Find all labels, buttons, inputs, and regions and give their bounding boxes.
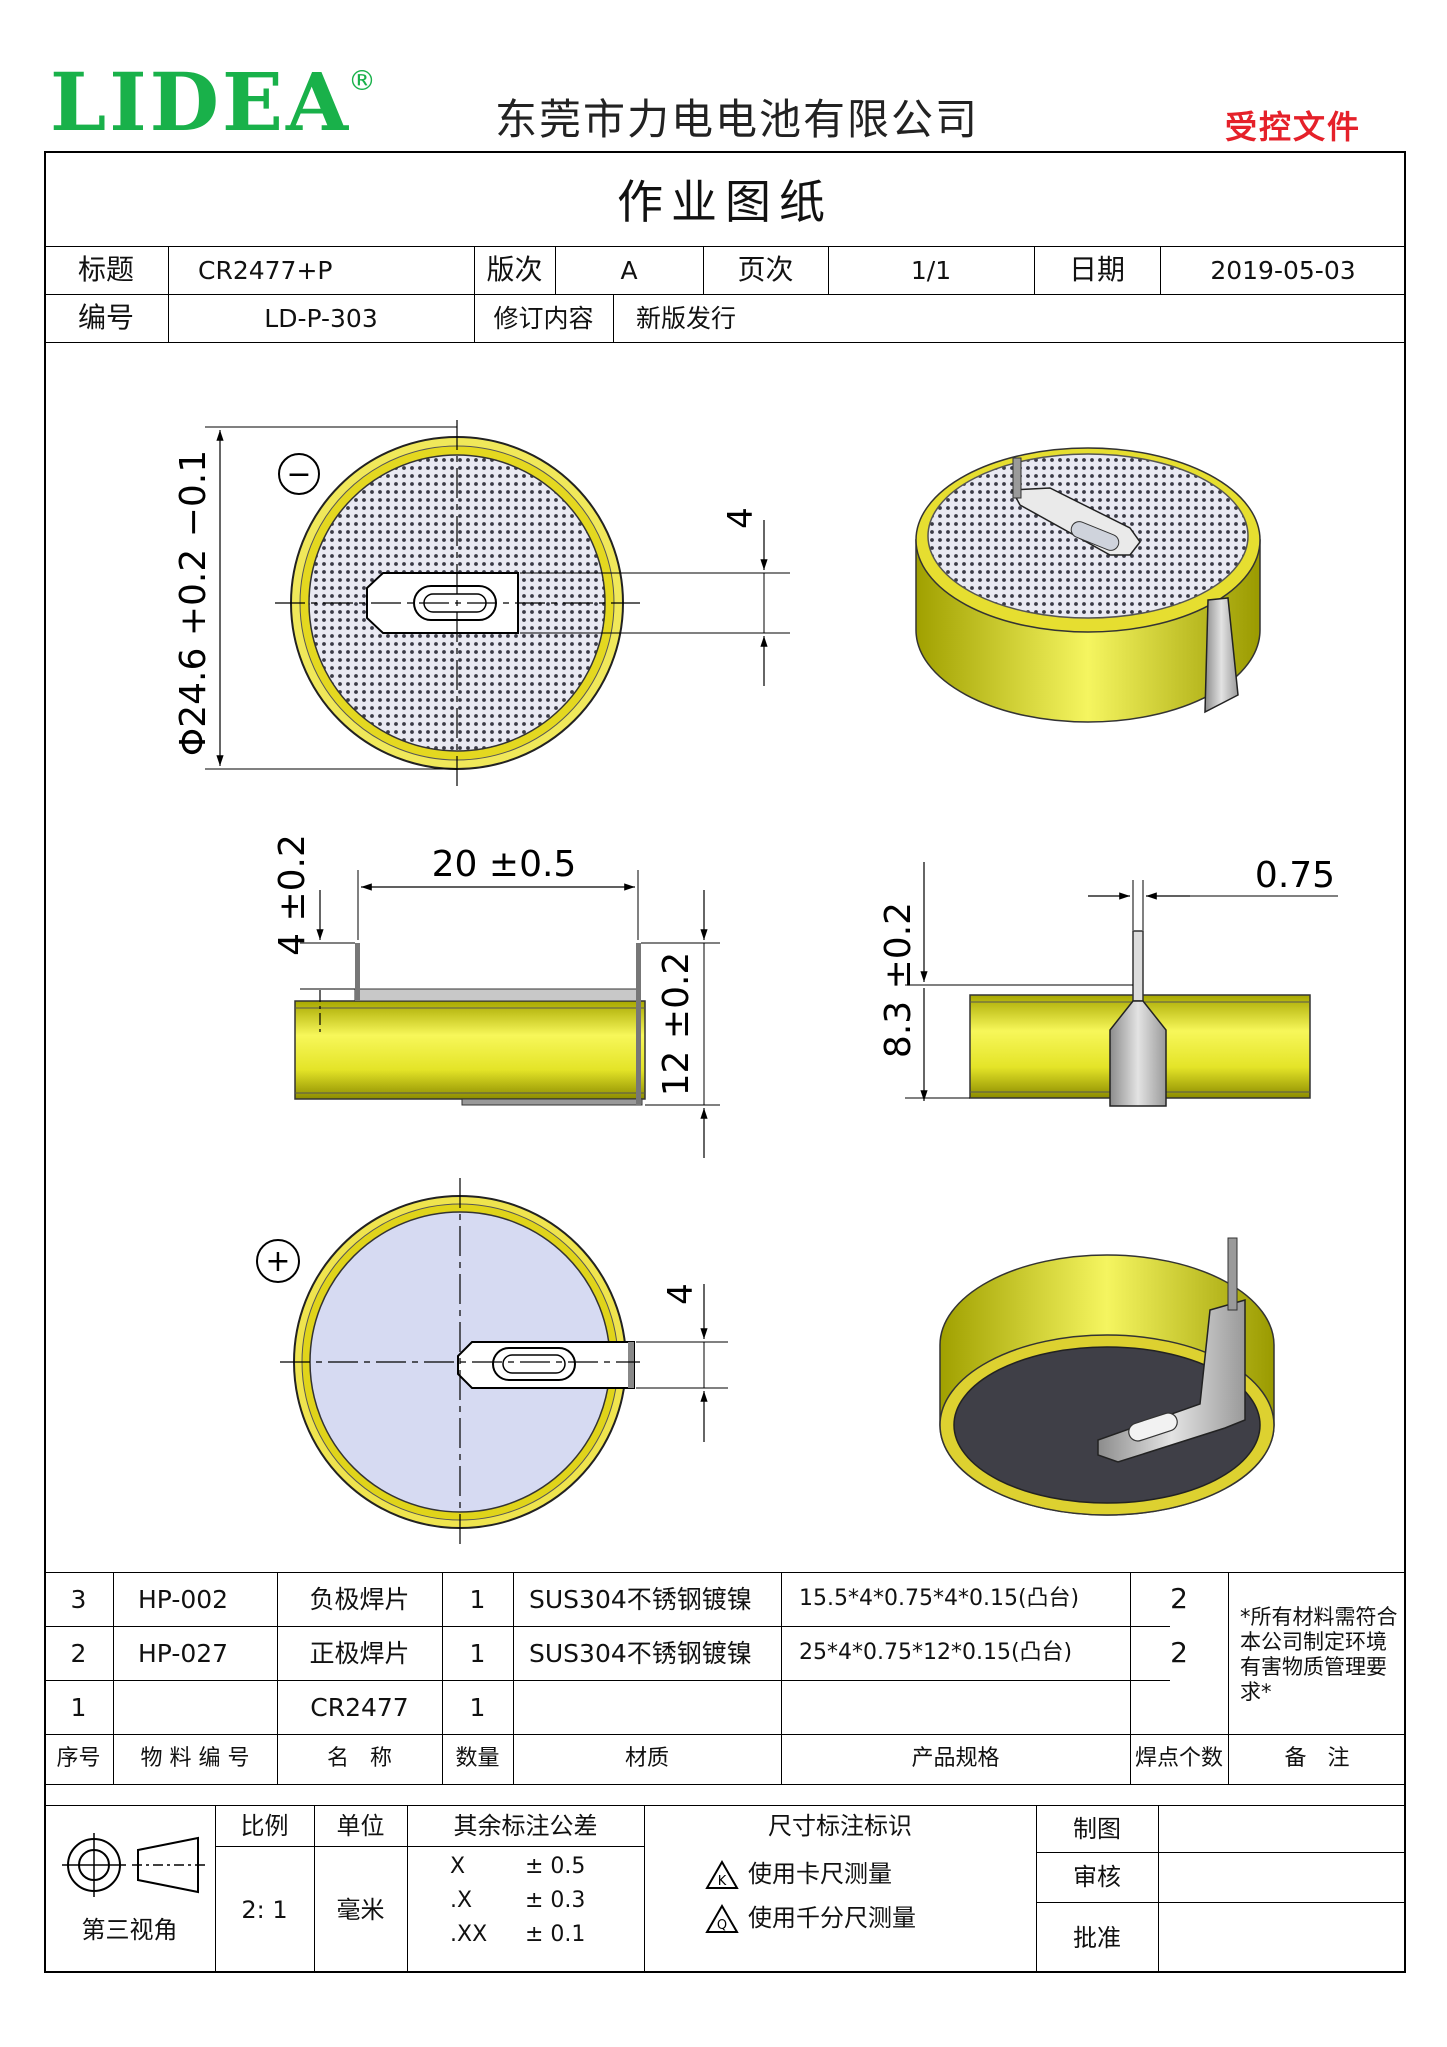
unit-label: 单位 xyxy=(336,1811,385,1840)
part-name: 正极焊片 xyxy=(309,1638,410,1668)
revision-value: 新版发行 xyxy=(636,303,737,333)
dim-tab-spacing: 20 ±0.5 xyxy=(432,844,577,885)
quantity: 1 xyxy=(469,1692,486,1722)
scale-value: 2: 1 xyxy=(241,1895,288,1924)
title-value: CR2477+P xyxy=(198,255,333,285)
document-title: 作业图纸 xyxy=(617,175,833,229)
seq: 3 xyxy=(70,1584,87,1614)
revision-label: 修订内容 xyxy=(493,303,594,333)
caliper-mark-icon: K xyxy=(705,1860,739,1889)
seq: 2 xyxy=(70,1638,87,1668)
material: SUS304不锈钢镀镍 xyxy=(529,1638,752,1668)
page-value: 1/1 xyxy=(910,255,952,285)
dim-pin-height: 4 ±0.2 xyxy=(272,834,313,956)
material: SUS304不锈钢镀镍 xyxy=(529,1584,752,1614)
dim-tab-width: 4 xyxy=(721,507,761,529)
header-remark: 备 注 xyxy=(1284,1746,1350,1771)
company-logo: LIDEA xyxy=(50,55,352,149)
quantity: 1 xyxy=(469,1638,486,1668)
dim-body-height: 12 ±0.2 xyxy=(656,952,697,1097)
dim-tab-thickness: 0.75 xyxy=(1255,855,1335,896)
part-name: 负极焊片 xyxy=(309,1584,410,1614)
company-name: 东莞市力电电池有限公司 xyxy=(495,95,980,144)
tol-value-x1: ± 0.3 xyxy=(525,1888,586,1913)
header-spec: 产品规格 xyxy=(911,1746,1000,1771)
front-view: 20 ±0.5 4 ±0.2 12 ±0.2 xyxy=(272,834,720,1158)
approved-by-label: 批准 xyxy=(1073,1923,1121,1952)
caliper-mark-letter: K xyxy=(718,1874,727,1889)
weld-count xyxy=(1130,1680,1228,1734)
positive-bottom-view: + 4 xyxy=(256,1178,728,1548)
micrometer-mark-letter: Q xyxy=(717,1918,727,1933)
header-material: 材质 xyxy=(624,1746,669,1771)
registered-mark: ® xyxy=(348,64,376,97)
tol-key-x2: .XX xyxy=(450,1922,488,1947)
unit-value: 毫米 xyxy=(336,1895,385,1924)
tol-value-x: ± 0.5 xyxy=(525,1854,586,1879)
version-label: 版次 xyxy=(486,253,543,286)
projection-label: 第三视角 xyxy=(81,1916,178,1944)
weld-count: 2 xyxy=(1170,1582,1188,1615)
micrometer-mark-text: 使用千分尺测量 xyxy=(748,1904,916,1932)
negative-top-view: − Φ24.6 +0.2 −0.1 4 xyxy=(173,420,790,790)
quantity: 1 xyxy=(469,1584,486,1614)
page-label: 页次 xyxy=(737,253,794,286)
header-qty: 数量 xyxy=(455,1746,500,1771)
tol-value-x2: ± 0.1 xyxy=(525,1922,586,1947)
number-label: 编号 xyxy=(77,301,134,334)
checked-by-label: 审核 xyxy=(1073,1863,1121,1891)
weld-count: 2 xyxy=(1170,1636,1188,1669)
side-view: 0.75 8.3 ±0.2 xyxy=(878,855,1338,1107)
dim-diameter: Φ24.6 +0.2 −0.1 xyxy=(173,450,214,756)
tol-key-x: X xyxy=(450,1854,466,1879)
material xyxy=(521,1680,781,1734)
title-label: 标题 xyxy=(77,253,134,286)
dim-height-side: 8.3 ±0.2 xyxy=(878,902,919,1058)
material-code: HP-027 xyxy=(138,1638,229,1668)
positive-polarity-symbol: + xyxy=(265,1244,290,1279)
spec xyxy=(791,1680,1130,1734)
controlled-document-stamp: 受控文件 xyxy=(1225,108,1362,146)
number-value: LD-P-303 xyxy=(264,303,378,333)
header-welds: 焊点个数 xyxy=(1134,1746,1223,1771)
dimension-marks-label: 尺寸标注标识 xyxy=(768,1811,912,1840)
material-code: HP-002 xyxy=(138,1584,229,1614)
seq: 1 xyxy=(70,1692,87,1722)
drawn-by-label: 制图 xyxy=(1073,1814,1121,1843)
version-value: A xyxy=(620,255,638,285)
spec: 15.5*4*0.75*4*0.15(凸台) xyxy=(799,1586,1080,1611)
technical-drawing: − Φ24.6 +0.2 −0.1 4 20 xyxy=(173,420,1338,1548)
dim-tab-width-bottom: 4 xyxy=(661,1283,701,1305)
header-name: 名 称 xyxy=(327,1746,392,1771)
material-code xyxy=(130,1680,277,1734)
header-code: 物 料 编 号 xyxy=(140,1746,250,1771)
positive-isometric-view xyxy=(939,1237,1275,1516)
caliper-mark-text: 使用卡尺测量 xyxy=(748,1860,892,1888)
third-angle-projection-icon xyxy=(62,1833,208,1897)
spec: 25*4*0.75*12*0.15(凸台) xyxy=(799,1640,1073,1665)
tol-key-x1: .X xyxy=(450,1888,473,1913)
tolerance-label: 其余标注公差 xyxy=(453,1811,598,1840)
remark-note: *所有材料需符合本公司制定环境有害物质管理要求* xyxy=(1240,1605,1398,1704)
negative-polarity-symbol: − xyxy=(286,457,311,492)
date-label: 日期 xyxy=(1068,253,1125,286)
negative-isometric-view xyxy=(915,447,1261,723)
part-name: CR2477 xyxy=(310,1692,409,1722)
header-seq: 序号 xyxy=(56,1746,101,1771)
scale-label: 比例 xyxy=(240,1811,289,1840)
micrometer-mark-icon: Q xyxy=(705,1904,739,1933)
drawing-frame xyxy=(44,151,1406,1973)
date-value: 2019-05-03 xyxy=(1210,255,1356,285)
